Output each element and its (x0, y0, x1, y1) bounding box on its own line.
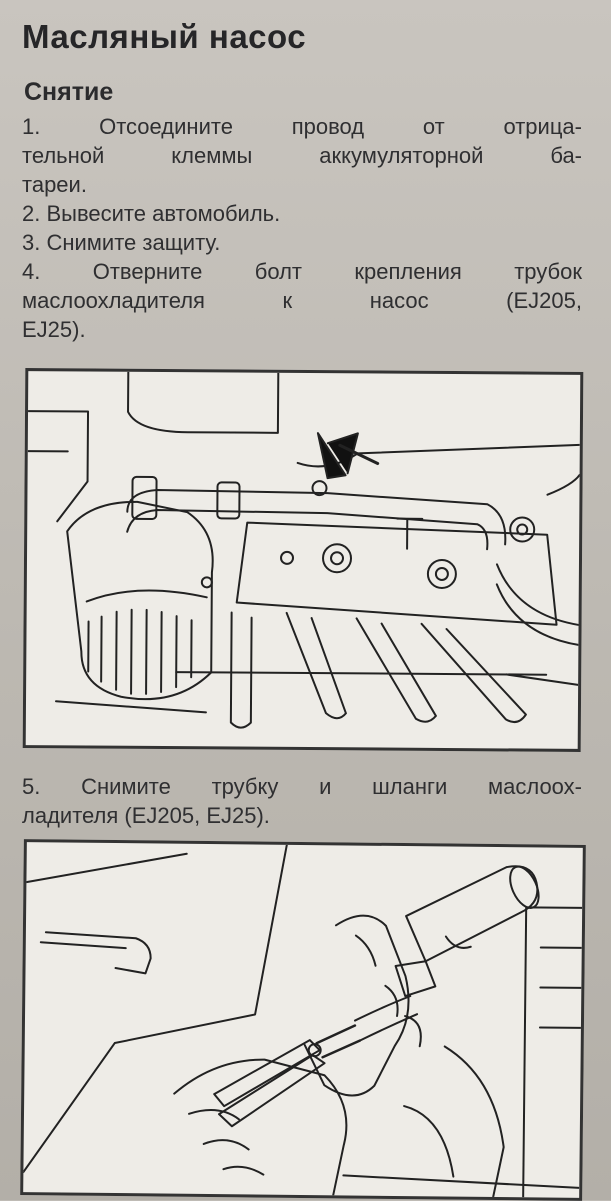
step-2: 2. Вывесите автомобиль. (22, 201, 281, 226)
step-4-line-3: EJ25). (22, 317, 86, 342)
step-5-line-2: ладителя (EJ205, EJ25). (22, 803, 270, 828)
step-1-line-1: 1. Отсоедините провод от отрица- (22, 114, 582, 139)
step-3: 3. Снимите защиту. (22, 230, 221, 255)
step-4-line-2: маслоохладителя к насос (EJ205, (22, 288, 582, 313)
instruction-steps: 1. Отсоедините провод от отрица- тельной… (22, 112, 582, 344)
figure-remove-hose (20, 839, 586, 1201)
hands-removing-hose-with-pliers-illustration-icon (23, 843, 583, 1198)
section-heading: Снятие (24, 78, 114, 106)
page-title: Масляный насос (22, 18, 307, 55)
oil-cooler-pipe-bolt-illustration-icon (26, 371, 581, 729)
step-1-line-2: тельной клеммы аккумуляторной ба- (22, 143, 582, 168)
step-1-line-3: тареи. (22, 172, 87, 197)
instruction-step-5: 5. Снимите трубку и шланги маслоох- лади… (22, 772, 582, 830)
step-4-line-1: 4. Отверните болт крепления трубок (22, 259, 582, 284)
step-5-line-1: 5. Снимите трубку и шланги маслоох- (22, 774, 582, 799)
figure-oil-cooler-pipe (22, 368, 584, 752)
